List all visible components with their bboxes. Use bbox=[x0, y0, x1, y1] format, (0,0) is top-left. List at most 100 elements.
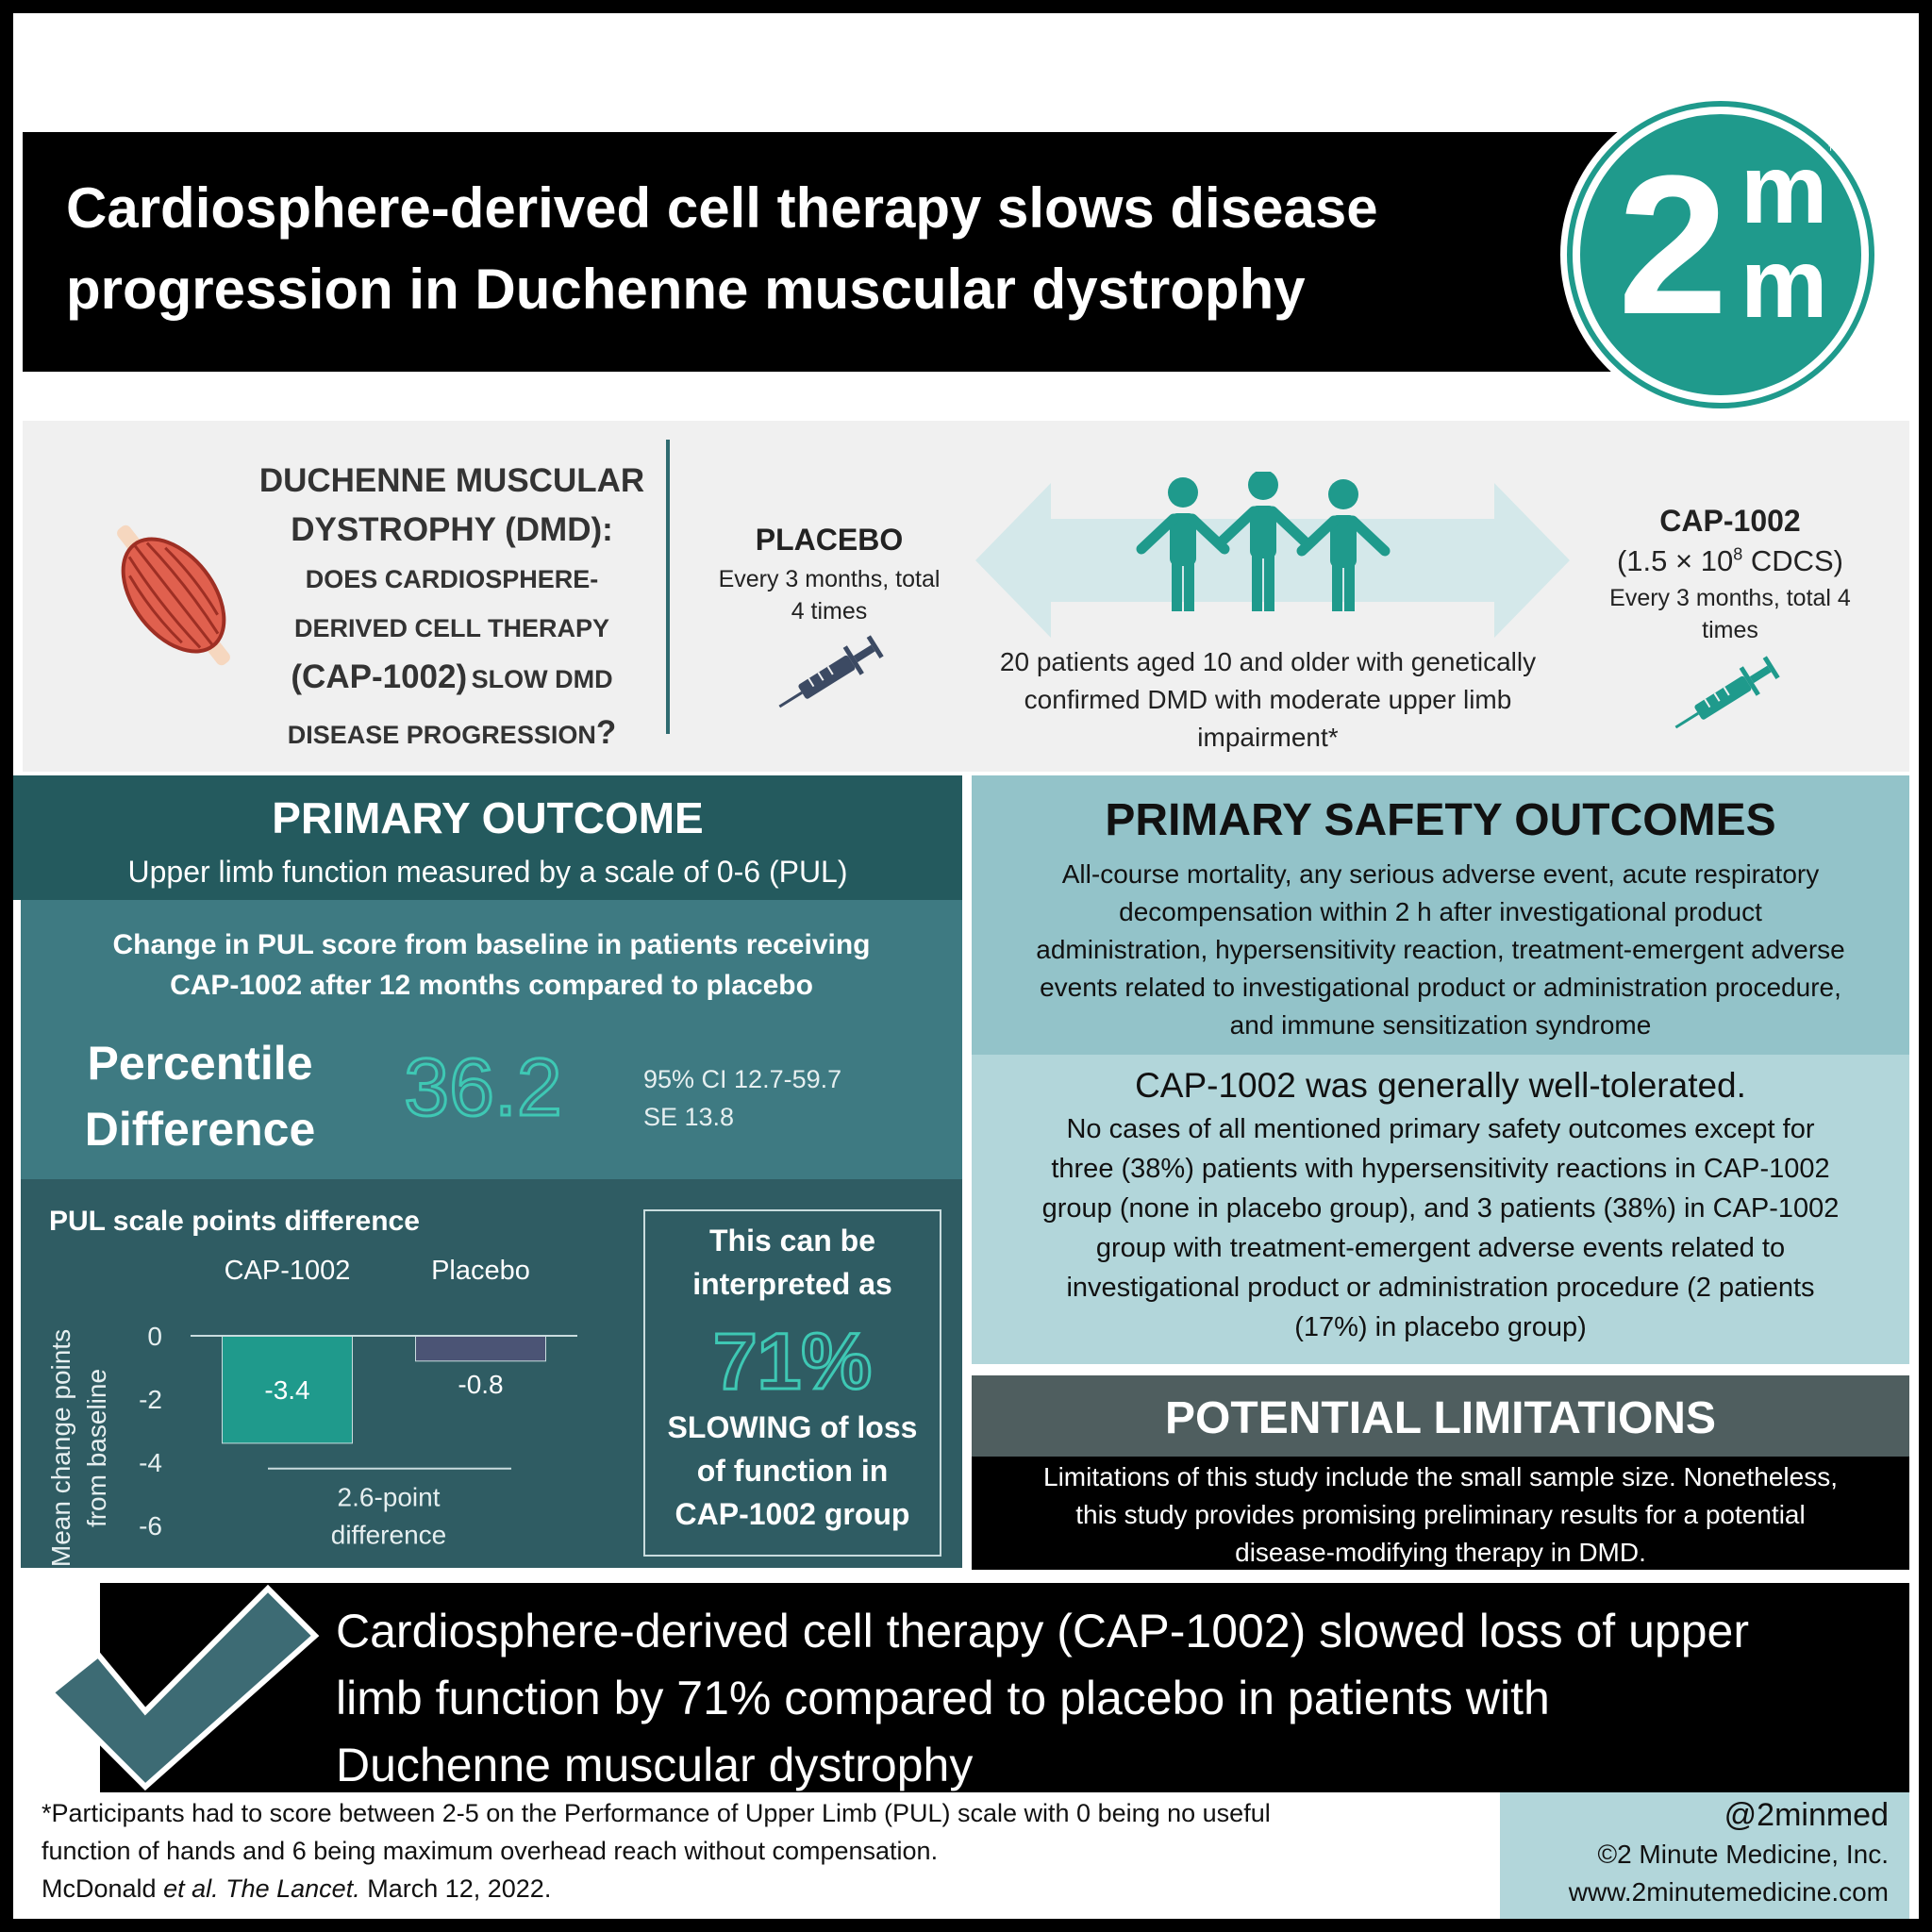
patients-line-3: impairment* bbox=[1197, 723, 1339, 752]
interp-line-5: CAP-1002 group bbox=[675, 1497, 910, 1531]
question-line-3: DOES CARDIOSPHERE- bbox=[305, 565, 599, 593]
safety-detail-line-2: three (38%) patients with hypersensitivi… bbox=[1051, 1154, 1830, 1184]
question-mark: ? bbox=[595, 714, 617, 751]
ci-text: 95% CI 12.7-59.7 bbox=[643, 1065, 842, 1093]
muscle-icon bbox=[117, 525, 230, 666]
limitations-text: Limitations of this study include the sm… bbox=[972, 1458, 1909, 1572]
y-tick-label: 0 bbox=[147, 1322, 162, 1351]
safety-detail-line-5: investigational product or administratio… bbox=[1066, 1273, 1815, 1303]
safety-outcomes-header: PRIMARY SAFETY OUTCOMES All-course morta… bbox=[972, 775, 1909, 1055]
question-verb: SLOW DMD bbox=[471, 665, 613, 693]
difference-annotation-line-1: 2.6-point bbox=[338, 1483, 441, 1512]
limitations-body: Limitations of this study include the sm… bbox=[972, 1457, 1909, 1570]
safety-list-line-5: and immune sensitization syndrome bbox=[1229, 1010, 1652, 1040]
primary-outcome-subheading: Upper limb function measured by a scale … bbox=[127, 855, 848, 889]
cap-1002-group: CAP-1002 (1.5 × 108 CDCS) Every 3 months… bbox=[1589, 504, 1872, 646]
limitations-heading: POTENTIAL LIMITATIONS bbox=[1165, 1393, 1716, 1443]
question-drug: (CAP-1002) bbox=[291, 658, 468, 695]
copyright: ©2 Minute Medicine, Inc. bbox=[1597, 1840, 1889, 1869]
safety-detail-line-1: No cases of all mentioned primary safety… bbox=[1066, 1114, 1815, 1144]
percentile-difference-value: 36.2 bbox=[403, 1041, 563, 1135]
limitations-line-2: this study provides promising preliminar… bbox=[1075, 1500, 1806, 1529]
limitations-header: POTENTIAL LIMITATIONS bbox=[972, 1375, 1909, 1457]
patients-description: 20 patients aged 10 and older with genet… bbox=[947, 643, 1589, 757]
label-line-1: Percentile bbox=[87, 1037, 313, 1090]
patients-line-1: 20 patients aged 10 and older with genet… bbox=[999, 647, 1537, 676]
interp-value: 71% bbox=[711, 1316, 873, 1407]
question-line-4: DERIVED CELL THERAPY bbox=[293, 614, 610, 642]
citation: McDonald et al. The Lancet. March 12, 20… bbox=[42, 1870, 1494, 1907]
safety-list-line-4: events related to investigational produc… bbox=[1040, 973, 1841, 1002]
citation-date: March 12, 2022. bbox=[359, 1874, 552, 1903]
interpretation-box: This can be interpreted as 71% SLOWING o… bbox=[643, 1209, 941, 1557]
interp-line-2: interpreted as bbox=[692, 1267, 892, 1301]
placebo-group: PLACEBO Every 3 months, total 4 times bbox=[692, 523, 966, 627]
chart-title: PUL scale points difference bbox=[49, 1206, 420, 1237]
pul-chart-panel: PUL scale points difference Mean change … bbox=[21, 1179, 962, 1568]
question-progression: DISEASE PROGRESSION bbox=[287, 721, 596, 749]
cap-dose-unit: CDCS) bbox=[1742, 544, 1844, 577]
y-tick-label: -4 bbox=[139, 1448, 162, 1477]
bar-placebo bbox=[415, 1335, 546, 1362]
conclusion-line-3: Duchenne muscular dystrophy bbox=[336, 1739, 974, 1791]
infographic: Cardiosphere-derived cell therapy slows … bbox=[13, 13, 1919, 1919]
citation-authors: McDonald bbox=[42, 1874, 164, 1903]
study-question: DUCHENNE MUSCULAR DYSTROPHY (DMD): DOES … bbox=[240, 457, 664, 764]
patients-line-2: confirmed DMD with moderate upper limb bbox=[1024, 685, 1512, 714]
study-design-panel: DUCHENNE MUSCULAR DYSTROPHY (DMD): DOES … bbox=[23, 421, 1909, 772]
safety-detail-line-3: group (none in placebo group), and 3 pat… bbox=[1041, 1193, 1840, 1224]
title-line-1: Cardiosphere-derived cell therapy slows … bbox=[66, 176, 1378, 240]
safety-list-line-1: All-course mortality, any serious advers… bbox=[1061, 859, 1820, 889]
website-link[interactable]: www.2minutemedicine.com bbox=[1568, 1877, 1889, 1907]
y-tick-label: -6 bbox=[139, 1511, 162, 1541]
title-bar: Cardiosphere-derived cell therapy slows … bbox=[23, 132, 1645, 372]
branding-text: @2minmed ©2 Minute Medicine, Inc. www.2m… bbox=[1500, 1794, 1909, 1911]
y-tick-label: -2 bbox=[139, 1385, 162, 1414]
branding-box: @2minmed ©2 Minute Medicine, Inc. www.2m… bbox=[1500, 1792, 1909, 1919]
footnote: *Participants had to score between 2-5 o… bbox=[42, 1794, 1494, 1907]
person-3 bbox=[1296, 479, 1391, 611]
bar-data-label: -3.4 bbox=[264, 1375, 309, 1405]
interp-line-4: of function in bbox=[696, 1454, 889, 1488]
bar-data-label: -0.8 bbox=[458, 1370, 503, 1399]
limitations-line-3: disease-modifying therapy in DMD. bbox=[1235, 1538, 1646, 1567]
conclusion-line-2: limb function by 71% compared to placebo… bbox=[336, 1672, 1550, 1724]
cap-dose: (1.5 × 108 CDCS) bbox=[1589, 544, 1872, 578]
page-title: Cardiosphere-derived cell therapy slows … bbox=[66, 168, 1538, 330]
label-line-2: Difference bbox=[84, 1103, 316, 1156]
logo-m-top: m bbox=[1740, 135, 1828, 244]
logo-trademark: ™ bbox=[1827, 142, 1840, 158]
x-category-label: CAP-1002 bbox=[225, 1256, 351, 1286]
safety-detail-line-4: group with treatment-emergent adverse ev… bbox=[1095, 1233, 1786, 1263]
cap-line-1: Every 3 months, total 4 bbox=[1609, 585, 1851, 611]
syringe-icon bbox=[778, 635, 884, 708]
percentile-difference-label: Percentile Difference bbox=[58, 1030, 341, 1162]
bar-cap-1002 bbox=[222, 1335, 353, 1444]
footnote-line-2: function of hands and 6 being maximum ov… bbox=[42, 1837, 939, 1865]
percentile-difference-panel: Change in PUL score from baseline in pat… bbox=[21, 900, 962, 1179]
twitter-handle: @2minmed bbox=[1724, 1797, 1889, 1833]
safety-results: CAP-1002 was generally well-tolerated. N… bbox=[972, 1055, 1909, 1364]
people-icon bbox=[1136, 472, 1391, 611]
cap-title: CAP-1002 bbox=[1659, 504, 1801, 538]
safety-detail: No cases of all mentioned primary safety… bbox=[972, 1109, 1909, 1347]
safety-list-line-2: decompensation within 2 h after investig… bbox=[1119, 897, 1762, 926]
question-line-6: DISEASE PROGRESSION? bbox=[240, 708, 664, 764]
difference-annotation-line-2: difference bbox=[331, 1521, 446, 1550]
question-line-2: DYSTROPHY (DMD): bbox=[291, 511, 613, 548]
conclusion-text: Cardiosphere-derived cell therapy (CAP-1… bbox=[336, 1598, 1892, 1799]
cap-line-2: times bbox=[1702, 617, 1758, 643]
logo-m-bottom: m bbox=[1740, 229, 1828, 339]
y-axis-label-line-1: Mean change points bbox=[46, 1329, 75, 1566]
footnote-line-1: *Participants had to score between 2-5 o… bbox=[42, 1799, 1271, 1827]
placebo-title: PLACEBO bbox=[755, 523, 904, 557]
checkmark-icon bbox=[46, 1584, 320, 1791]
placebo-line-2: 4 times bbox=[791, 598, 868, 625]
citation-journal: et al. The Lancet. bbox=[163, 1874, 360, 1903]
big-value-text: 36.2 bbox=[404, 1042, 561, 1133]
primary-outcome-heading: PRIMARY OUTCOME bbox=[272, 793, 704, 842]
logo-numeral: 2 bbox=[1618, 134, 1728, 356]
safety-list-line-3: administration, hypersensitivity reactio… bbox=[1036, 935, 1845, 964]
safety-detail-line-6: (17%) in placebo group) bbox=[1294, 1312, 1587, 1342]
